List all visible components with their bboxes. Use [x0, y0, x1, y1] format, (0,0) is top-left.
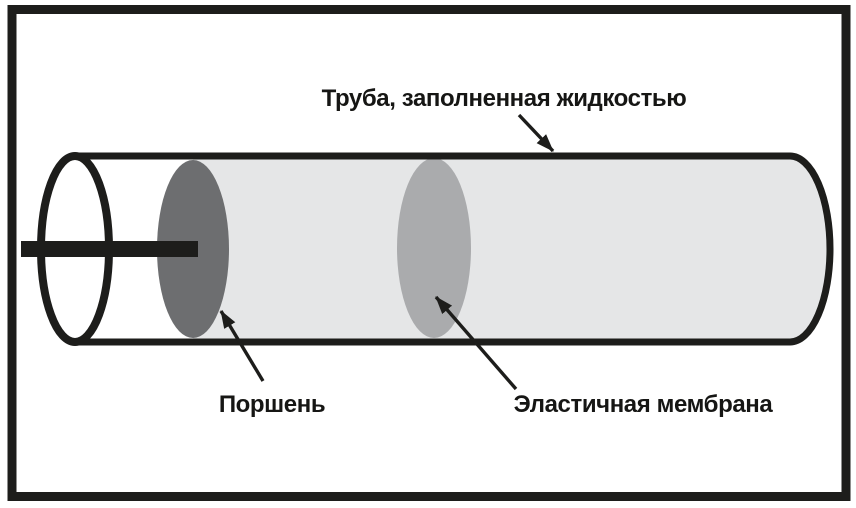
liquid-fill — [193, 156, 830, 342]
membrane-label: Эластичная мембрана — [513, 391, 773, 418]
elastic-membrane — [397, 158, 471, 338]
piston-label-arrow — [219, 310, 265, 382]
tube-label-arrow — [517, 113, 555, 153]
membrane-label-arrow — [434, 295, 518, 391]
tube-label: Труба, заполненная жидкостью — [321, 85, 687, 112]
piston-label: Поршень — [218, 391, 326, 418]
tube-outline — [70, 152, 834, 346]
piston-rod — [21, 241, 198, 257]
